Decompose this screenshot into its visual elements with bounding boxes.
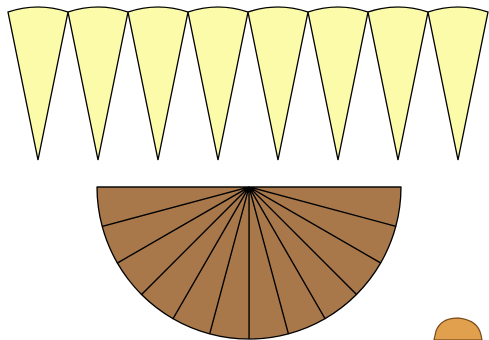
top-wedge-strip bbox=[8, 7, 488, 160]
wedge-2 bbox=[68, 7, 128, 160]
wedge-5 bbox=[248, 7, 308, 160]
wedge-6 bbox=[308, 7, 368, 160]
wedge-7 bbox=[368, 7, 428, 160]
wedge-1 bbox=[8, 7, 68, 160]
brown-semicircle bbox=[97, 187, 401, 339]
wedge-3 bbox=[128, 7, 188, 160]
wedge-4 bbox=[188, 7, 248, 160]
wedge-8 bbox=[428, 7, 488, 160]
orange-blob-icon bbox=[434, 318, 482, 340]
